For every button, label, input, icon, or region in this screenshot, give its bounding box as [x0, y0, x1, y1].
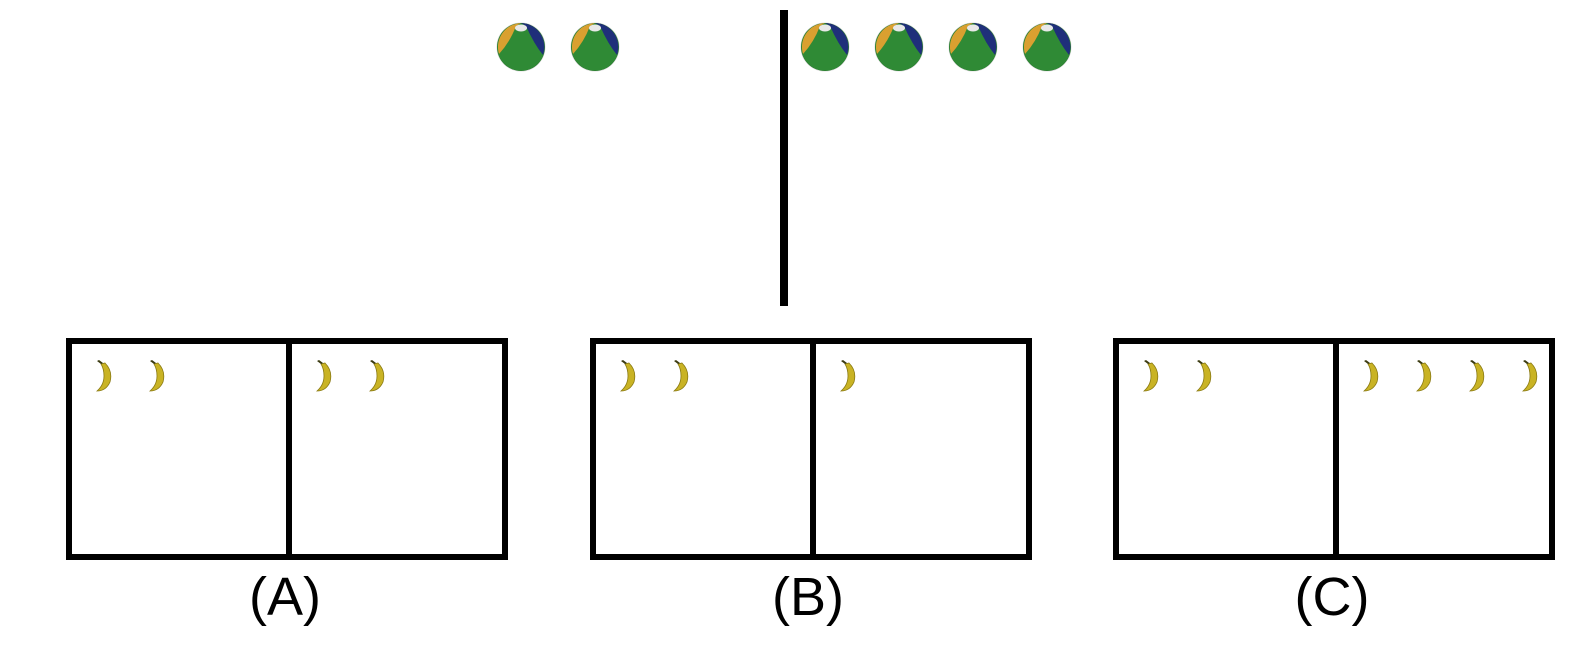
banana-icon	[1412, 358, 1436, 394]
banana-icon	[145, 358, 169, 394]
banana-icon	[836, 358, 860, 394]
option-c-divider	[1333, 344, 1339, 554]
banana-icon	[669, 358, 693, 394]
option-c-right-cell	[1339, 344, 1549, 554]
banana-icon	[1465, 358, 1489, 394]
center-divider	[780, 10, 788, 306]
banana-icon	[1139, 358, 1163, 394]
option-c-box[interactable]	[1113, 338, 1555, 560]
beach-ball-icon	[1022, 22, 1072, 72]
banana-icon	[1518, 358, 1542, 394]
banana-icon	[1192, 358, 1216, 394]
option-b-box[interactable]	[590, 338, 1032, 560]
option-b-divider	[810, 344, 816, 554]
beach-ball-icon	[948, 22, 998, 72]
option-c-left-cell	[1119, 344, 1333, 554]
banana-icon	[92, 358, 116, 394]
option-a-left-cell	[72, 344, 286, 554]
banana-icon	[312, 358, 336, 394]
beach-ball-icon	[800, 22, 850, 72]
beach-ball-icon	[874, 22, 924, 72]
option-b-label[interactable]: (B)	[772, 567, 844, 627]
option-a-right-cell	[292, 344, 502, 554]
option-a-label[interactable]: (A)	[249, 567, 321, 627]
banana-icon	[1359, 358, 1383, 394]
beach-ball-icon	[496, 22, 546, 72]
beach-ball-icon	[570, 22, 620, 72]
option-b-left-cell	[596, 344, 810, 554]
option-a-divider	[286, 344, 292, 554]
option-c-label[interactable]: (C)	[1294, 567, 1370, 627]
option-a-box[interactable]	[66, 338, 508, 560]
banana-icon	[365, 358, 389, 394]
option-b-right-cell	[816, 344, 1026, 554]
banana-icon	[616, 358, 640, 394]
